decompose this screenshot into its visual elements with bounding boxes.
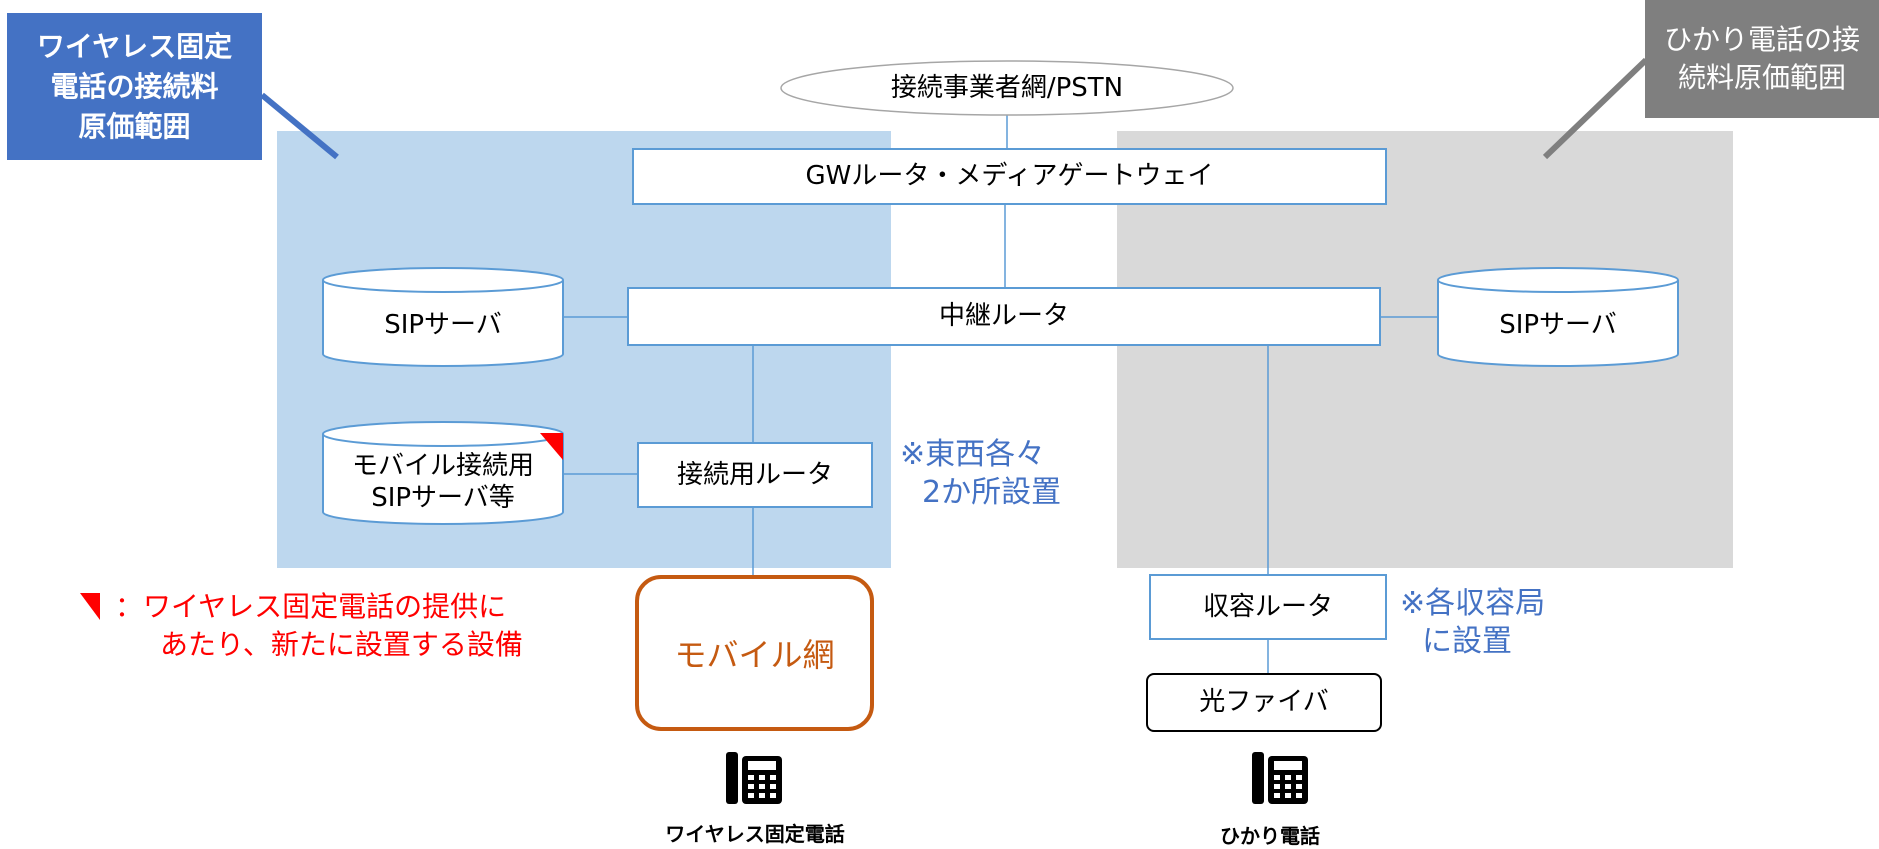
new-equipment-legend: ：ワイヤレス固定電話の提供に あたり、新たに設置する設備 [115, 590, 523, 661]
sip-server-right: SIPサーバ [1499, 309, 1617, 340]
blue-label-pointer [260, 92, 339, 160]
note-east-west: ※東西各々 2か所設置 [900, 437, 1062, 510]
wireless-phone-label: ワイヤレス固定電話 [665, 822, 845, 846]
sip-server-left-cylinder [322, 267, 564, 367]
legend-marker [80, 593, 100, 620]
sip-server-left: SIPサーバ [384, 309, 502, 340]
relay-router: 中継ルータ [627, 287, 1381, 346]
phone-icon [1252, 752, 1308, 804]
sip-server-right-cylinder [1437, 267, 1679, 367]
connection-router: 接続用ルータ [637, 442, 873, 508]
pstn-cloud [780, 60, 1234, 116]
gw-router-media-gateway: GWルータ・メディアゲートウェイ [632, 148, 1387, 205]
note-each-office: ※各収容局 に設置 [1400, 586, 1546, 659]
pstn-label: 接続事業者網/PSTN [890, 72, 1124, 103]
phone-icon [726, 752, 782, 804]
optical-fiber: 光ファイバ [1146, 673, 1382, 732]
new-equipment-marker-sip [540, 433, 563, 460]
accommodation-router: 収容ルータ [1149, 574, 1387, 640]
mobile-network: モバイル網 [635, 575, 874, 731]
hikari-phone-label: ひかり電話 [1220, 824, 1320, 848]
mobile-sip-server-cylinder [322, 421, 564, 525]
wireless-cost-scope-label: ワイヤレス固定 電話の接続料 原価範囲 [7, 13, 262, 160]
hikari-cost-scope-label: ひかり電話の接 続料原価範囲 [1645, 0, 1879, 118]
mobile-sip-server: モバイル接続用 SIPサーバ等 [351, 450, 534, 514]
gray-label-pointer [1542, 57, 1649, 160]
